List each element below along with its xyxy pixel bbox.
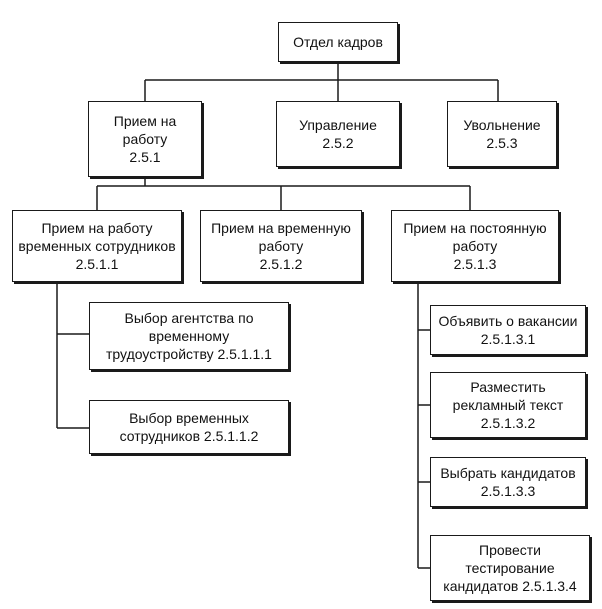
node-label-line2: работу <box>452 238 498 254</box>
node-management: Управление 2.5.2 <box>276 101 400 167</box>
node-agency-selection: Выбор агентства по временному трудоустро… <box>89 302 289 370</box>
node-hr-department: Отдел кадров <box>278 22 398 62</box>
node-code: 2.5.1 <box>129 149 161 165</box>
node-label-line1: Прием на постоянную <box>403 220 547 236</box>
node-label-line3: трудоустройству 2.5.1.1.1 <box>106 346 272 362</box>
node-temp-staff: Прием на работу временных сотрудников 2.… <box>12 210 182 282</box>
node-label-line2: работу <box>258 238 304 254</box>
node-choose-candidates: Выбрать кандидатов 2.5.1.3.3 <box>430 457 586 507</box>
node-label-line1: Управление <box>299 117 377 133</box>
node-label-line1: Выбрать кандидатов <box>440 465 576 481</box>
node-temp-work: Прием на временную работу 2.5.1.2 <box>200 210 362 282</box>
node-label-line1: Увольнение <box>463 117 541 133</box>
node-label-line2: временному <box>148 328 230 344</box>
node-label-line2: рекламный текст <box>452 397 564 413</box>
node-code: 2.5.1.3.2 <box>480 415 536 431</box>
node-label-line1: Прием на работу <box>41 220 153 236</box>
node-dismissal: Увольнение 2.5.3 <box>447 101 557 167</box>
node-label: Отдел кадров <box>293 34 383 50</box>
node-hiring: Прием на работу 2.5.1 <box>88 101 202 177</box>
node-label-line1: Прием на <box>113 113 177 129</box>
node-code: 2.5.2 <box>322 135 354 151</box>
node-label-line1: Провести <box>479 542 541 558</box>
node-label-line2: тестирование <box>465 560 555 576</box>
node-code: 2.5.3 <box>486 135 518 151</box>
node-code: 2.5.1.3.3 <box>480 483 536 499</box>
node-test-candidates: Провести тестирование кандидатов 2.5.1.3… <box>430 535 590 601</box>
node-label-line1: Разместить <box>470 379 546 395</box>
node-code: 2.5.1.3 <box>453 256 497 272</box>
node-permanent: Прием на постоянную работу 2.5.1.3 <box>391 210 559 282</box>
node-label-line2: работу <box>122 131 168 147</box>
node-label-line3: кандидатов 2.5.1.3.4 <box>443 578 577 594</box>
node-post-ad: Разместить рекламный текст 2.5.1.3.2 <box>430 372 586 438</box>
node-label-line2: временных сотрудников <box>18 238 176 254</box>
node-temp-staff-selection: Выбор временных сотрудников 2.5.1.1.2 <box>89 400 289 454</box>
node-code: 2.5.1.3.1 <box>480 331 536 347</box>
node-label-line1: Объявить о вакансии <box>438 313 578 329</box>
node-label-line1: Выбор агентства по <box>124 310 254 326</box>
node-announce-vacancy: Объявить о вакансии 2.5.1.3.1 <box>430 305 586 355</box>
node-label-line2: сотрудников 2.5.1.1.2 <box>119 428 259 444</box>
node-code: 2.5.1.1 <box>75 256 119 272</box>
node-label-line1: Выбор временных <box>129 410 249 426</box>
node-code: 2.5.1.2 <box>259 256 303 272</box>
node-label-line1: Прием на временную <box>211 220 351 236</box>
